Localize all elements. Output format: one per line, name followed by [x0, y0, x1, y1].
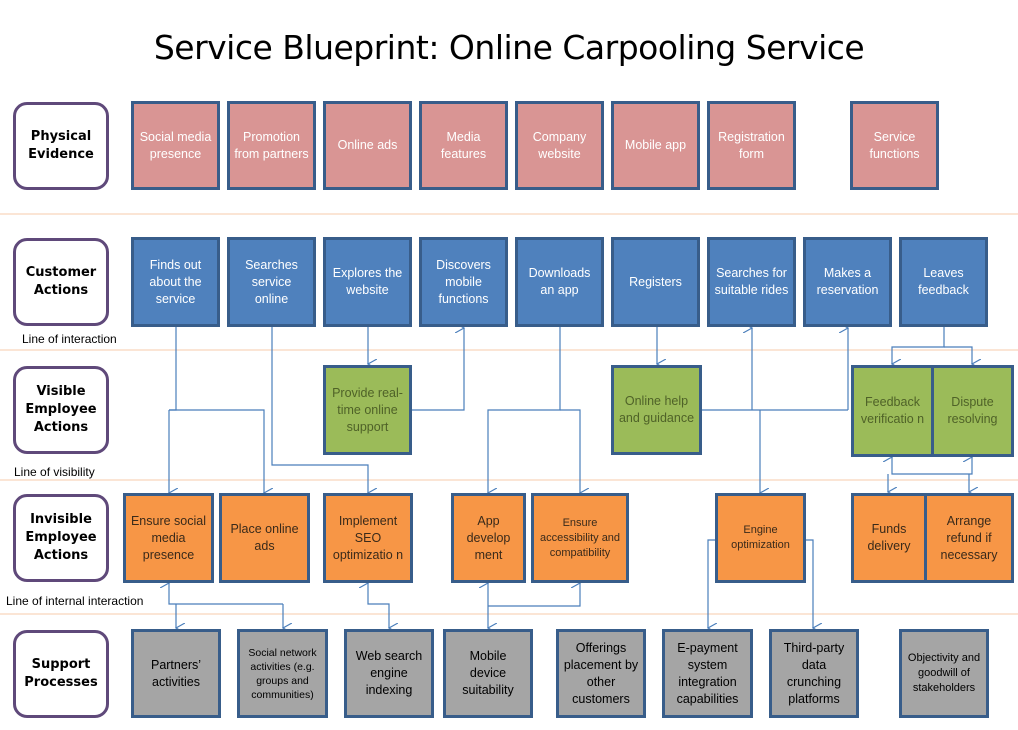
customer-action-box: Leaves feedback: [899, 237, 988, 327]
line-of-internal-interaction: [0, 613, 1018, 615]
invisible-employee-action-box: App develop ment: [451, 493, 526, 583]
diagram-title: Service Blueprint: Online Carpooling Ser…: [153, 28, 865, 67]
physical-evidence-box: Social media presence: [131, 101, 220, 190]
support-process-box: E-payment system integration capabilitie…: [662, 629, 753, 718]
visible-employee-action-box: Provide real-time online support: [323, 365, 412, 455]
invisible-employee-action-box: Implement SEO optimizatio n: [323, 493, 413, 583]
invisible-employee-action-box: Engine optimization: [715, 493, 806, 583]
customer-action-box: Discovers mobile functions: [419, 237, 508, 327]
customer-action-box: Searches service online: [227, 237, 316, 327]
invisible-employee-action-box: Funds delivery: [851, 493, 927, 583]
line-of-internal-interaction-label: Line of internal interaction: [6, 594, 144, 608]
connector-ensure-social-support: [169, 583, 283, 605]
support-process-box: Third-party data crunching platforms: [769, 629, 859, 718]
connector-finds-out: [169, 327, 177, 411]
support-process-box: Partners’ activities: [131, 629, 221, 718]
lane-label-visible-employee-actions: Visible Employee Actions: [13, 366, 109, 454]
physical-evidence-box: Promotion from partners: [227, 101, 316, 190]
invisible-employee-action-box: Arrange refund if necessary: [924, 493, 1014, 583]
line-of-visibility: [0, 479, 1018, 481]
physical-evidence-box: Service functions: [850, 101, 939, 190]
lane-label-customer-actions: Customer Actions: [13, 238, 109, 326]
visible-employee-action-box: Dispute resolving: [931, 365, 1014, 457]
customer-action-box: Finds out about the service: [131, 237, 220, 327]
connector-downloads-app: [488, 327, 561, 493]
visible-employee-action-box: Online help and guidance: [611, 365, 702, 455]
physical-evidence-box: Registration form: [707, 101, 796, 190]
support-process-box: Web search engine indexing: [344, 629, 434, 718]
customer-action-box: Registers: [611, 237, 700, 327]
visible-employee-action-box: Feedback verificatio n: [851, 365, 934, 457]
support-process-box: Objectivity and goodwill of stakeholders: [899, 629, 989, 718]
lane-label-support-processes: Support Processes: [13, 630, 109, 718]
connector-leaves-feedback: [892, 327, 945, 364]
connector-accessibility-mobile: [488, 583, 580, 607]
invisible-employee-action-box: Place online ads: [219, 493, 310, 583]
support-process-box: Offerings placement by other customers: [556, 629, 646, 718]
line-of-visibility-label: Line of visibility: [14, 465, 95, 479]
invisible-employee-action-box: Ensure accessibility and compatibility: [531, 493, 629, 583]
customer-action-box: Makes a reservation: [803, 237, 892, 327]
connector-support-to-discovers: [412, 328, 464, 411]
physical-evidence-box: Media features: [419, 101, 508, 190]
physical-evidence-box: Company website: [515, 101, 604, 190]
physical-evidence-box: Mobile app: [611, 101, 700, 190]
lane-divider-1: [0, 213, 1018, 215]
customer-action-box: Downloads an app: [515, 237, 604, 327]
support-process-box: Social network activities (e.g. groups a…: [237, 629, 328, 718]
lane-label-physical-evidence: Physical Evidence: [13, 102, 109, 190]
physical-evidence-box: Online ads: [323, 101, 412, 190]
lane-label-invisible-employee-actions: Invisible Employee Actions: [13, 494, 109, 582]
customer-action-box: Explores the website: [323, 237, 412, 327]
line-of-interaction-label: Line of interaction: [22, 332, 117, 346]
invisible-employee-action-box: Ensure social media presence: [123, 493, 214, 583]
connector-seo-web: [368, 583, 389, 628]
support-process-box: Mobile device suitability: [443, 629, 533, 718]
line-of-interaction: [0, 349, 1018, 351]
customer-action-box: Searches for suitable rides: [707, 237, 796, 327]
connector-verif-funds: [892, 457, 972, 475]
